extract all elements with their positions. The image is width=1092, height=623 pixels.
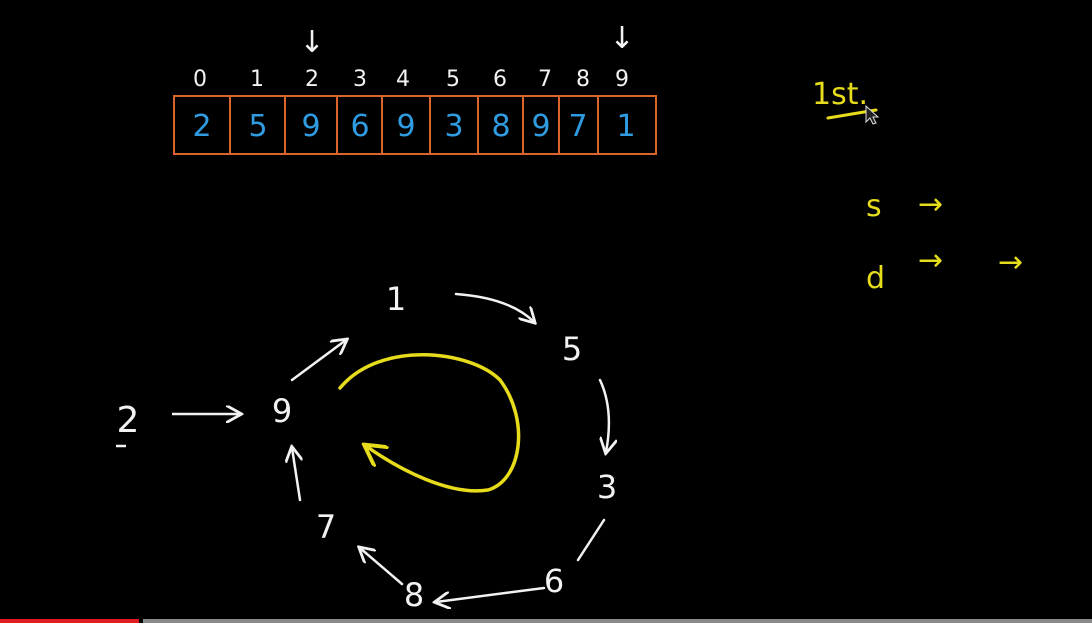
graph-node: 5 (562, 330, 582, 368)
edge-9-to-1 (290, 340, 346, 382)
edge-8-to-7 (360, 548, 404, 586)
graph-node: 7 (316, 508, 336, 546)
pointer-mark-2: ↓ (609, 21, 634, 56)
cycle-nodes: 9 1 5 3 6 8 7 (272, 280, 617, 614)
array-value: 9 (531, 109, 550, 144)
notes-row2-arrow-2: → (998, 245, 1023, 280)
cycle-edges (290, 292, 609, 602)
cycle-highlight-arrow (338, 353, 521, 493)
array-value: 7 (568, 109, 587, 144)
array-value-row: 2 5 9 6 9 3 8 9 7 1 (192, 109, 635, 144)
notes-row2-arrow-1: → (918, 243, 943, 278)
pointer-mark-1: ↓ (299, 25, 324, 60)
notes-row2-symbol: d (866, 261, 885, 296)
notes-row1-arrow: → (918, 187, 943, 222)
graph-node: 8 (404, 576, 424, 614)
video-progress-track[interactable] (0, 619, 1092, 623)
array-value: 8 (491, 109, 510, 144)
array-value: 3 (444, 109, 463, 144)
array-index: 9 (615, 67, 629, 92)
graph-node: 3 (597, 468, 617, 506)
array-value: 2 (192, 109, 211, 144)
array-box (173, 95, 657, 155)
array-index: 8 (576, 67, 590, 92)
graph-node: 9 (272, 392, 292, 430)
notes-heading: 1st. (812, 77, 868, 112)
edge-1-to-5 (454, 292, 534, 322)
array-index: 0 (193, 67, 207, 92)
array-value: 1 (616, 109, 635, 144)
array-index: 6 (493, 67, 507, 92)
graph-node: 1 (386, 280, 406, 318)
array-index: 5 (446, 67, 460, 92)
edge-3-to-6 (576, 518, 606, 562)
notes-row1-symbol: s (866, 189, 882, 224)
cursor-icon (865, 104, 880, 125)
edge-7-to-9 (292, 448, 300, 502)
array-index: 4 (396, 67, 410, 92)
graph-start-node: 2 (117, 400, 140, 441)
array-value: 9 (301, 109, 320, 144)
graph-node: 6 (544, 562, 564, 600)
array-value: 9 (396, 109, 415, 144)
edge-6-to-8 (436, 586, 546, 602)
edge-5-to-3 (600, 378, 609, 452)
progress-segment-gap (139, 619, 143, 623)
array-index: 2 (305, 67, 319, 92)
array-value: 6 (350, 109, 369, 144)
video-progress-played[interactable] (0, 619, 139, 623)
array-index: 1 (250, 67, 264, 92)
array-index: 3 (353, 67, 367, 92)
array-value: 5 (248, 109, 267, 144)
array-index-row: 0 1 2 3 4 5 6 7 8 9 (193, 67, 629, 92)
array-index: 7 (538, 67, 552, 92)
